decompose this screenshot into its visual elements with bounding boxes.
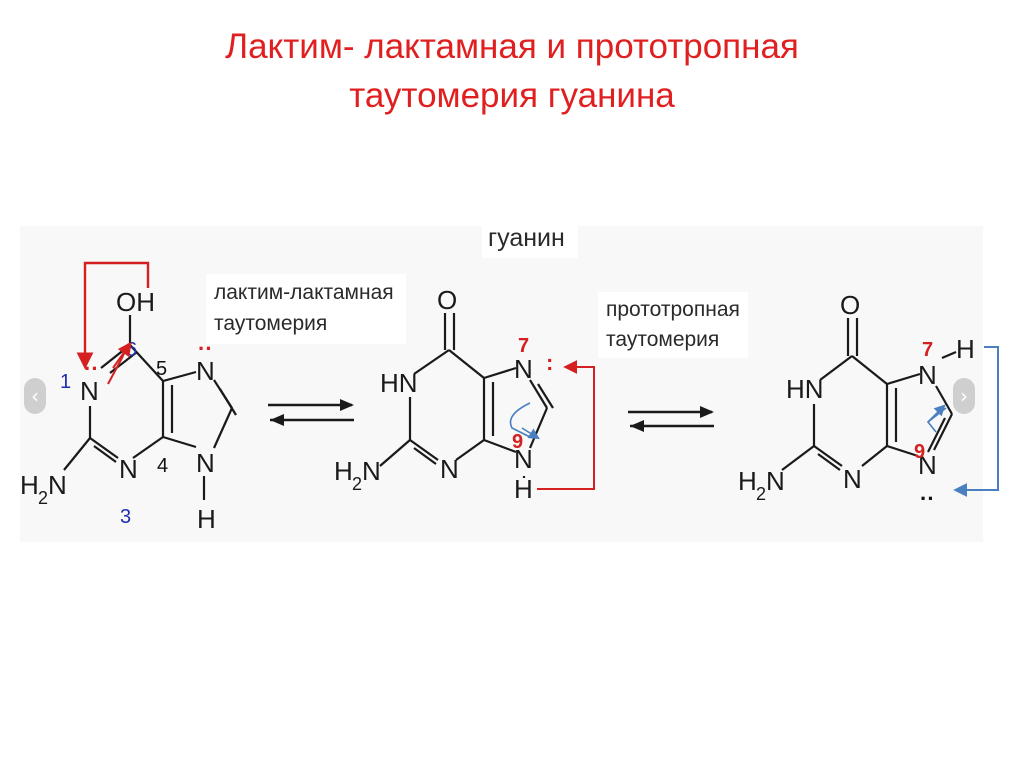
figure-heading: гуанин	[488, 224, 565, 252]
figure-panel	[20, 226, 983, 542]
lactim-label-box	[206, 274, 406, 344]
chevron-left-icon[interactable]: ‹	[24, 378, 46, 414]
heading-box	[482, 224, 578, 258]
proto-label-box	[598, 292, 748, 358]
lactim-label-line-2: таутомерия	[214, 312, 328, 335]
title-line-1: Лактим- лактамная и прототропная	[225, 27, 799, 66]
lactim-label-line-1: лактим-лактамная	[214, 281, 394, 304]
proto-label-line-1: прототропная	[606, 298, 740, 321]
chevron-right-icon[interactable]: ›	[953, 378, 975, 414]
proto-label-line-2: таутомерия	[606, 328, 720, 351]
title-line-2: таутомерия гуанина	[349, 76, 675, 115]
slide-title: Лактим- лактамная и прототропная таутоме…	[0, 22, 1024, 120]
